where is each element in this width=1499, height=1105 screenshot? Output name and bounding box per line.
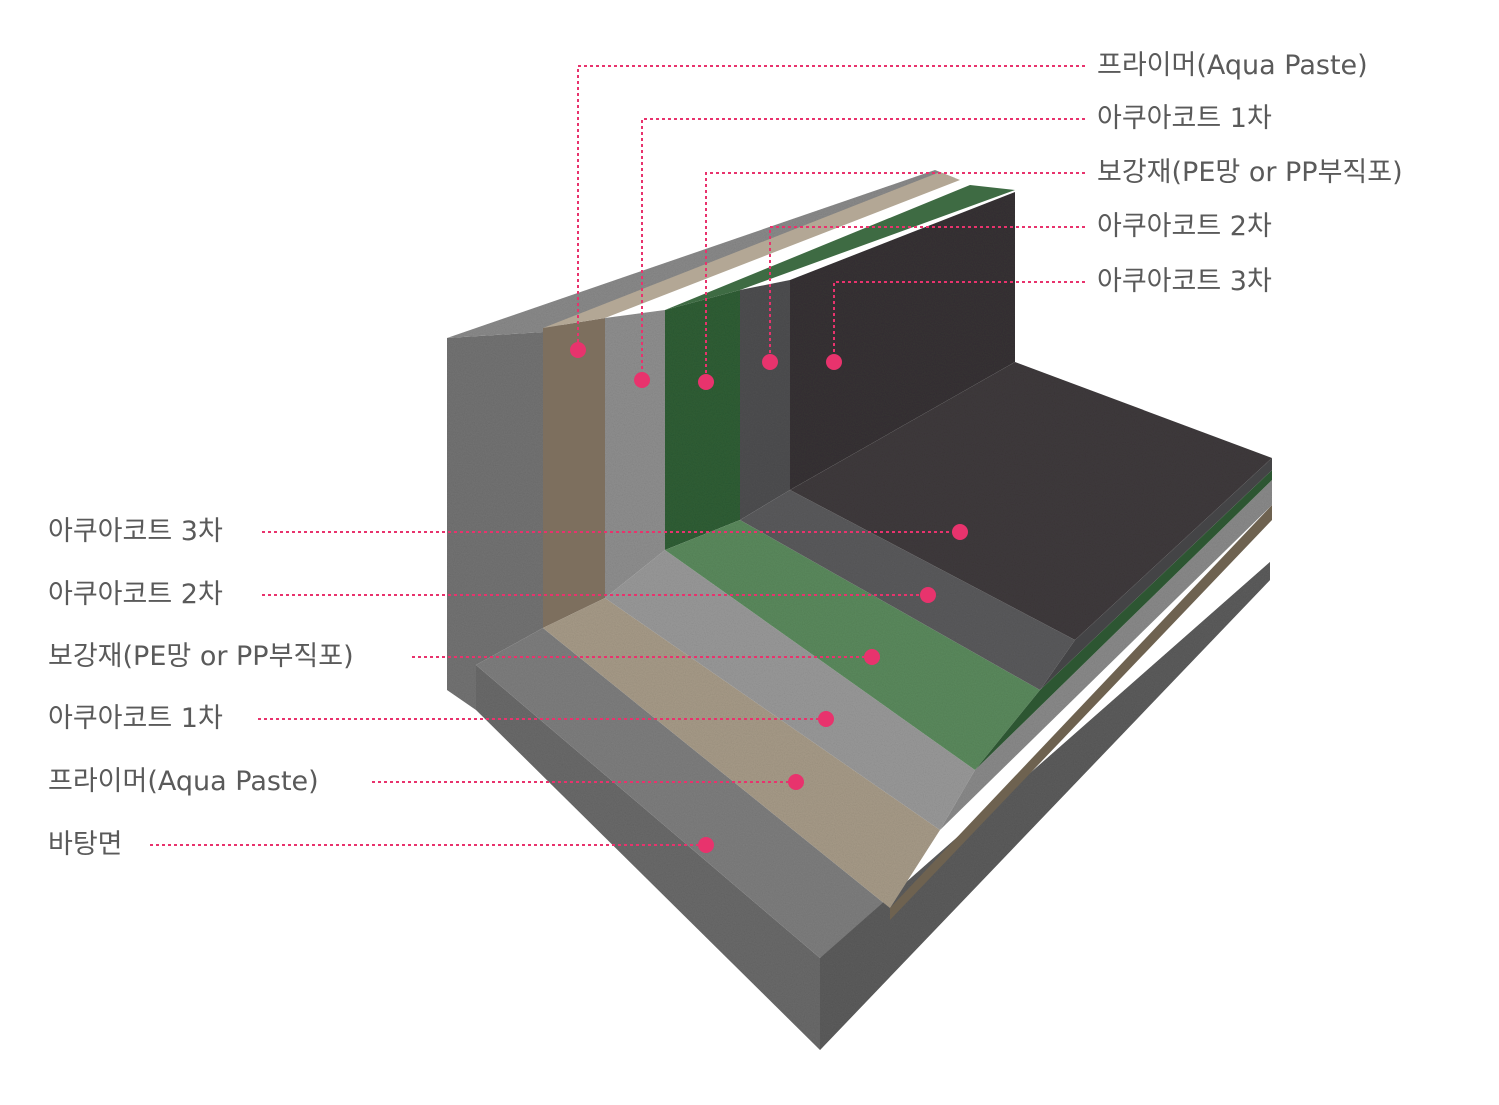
dot-left-mesh: [864, 649, 880, 665]
dot-left-base: [698, 837, 714, 853]
coat-1-floor: [605, 550, 975, 830]
dot-top-coat-2: [762, 354, 778, 370]
coat-3-wall-face: [790, 192, 1015, 490]
dot-top-coat-1: [634, 372, 650, 388]
label-left-primer: 프라이머(Aqua Paste): [48, 766, 319, 797]
mesh-floor: [665, 520, 1040, 770]
label-top-coat-3: 아쿠아코트 3차: [1097, 266, 1272, 297]
coat-2-floor-edge: [1040, 458, 1272, 690]
base-wall-top-face: [447, 170, 955, 338]
label-left-coat-1: 아쿠아코트 1차: [48, 703, 223, 734]
primer-wall-face: [543, 318, 605, 628]
dot-top-primer: [570, 342, 586, 358]
leader-top-primer: [577, 65, 1085, 350]
label-top-coat-2: 아쿠아코트 2차: [1097, 211, 1272, 242]
primer-floor-edge: [890, 505, 1272, 920]
coat-3-floor: [790, 362, 1272, 640]
label-top-coat-1: 아쿠아코트 1차: [1097, 103, 1272, 134]
layered-structure-illustration: [447, 170, 1272, 1050]
coat-1-floor-right: [940, 480, 1272, 830]
label-top-primer: 프라이머(Aqua Paste): [1097, 50, 1368, 81]
primer-floor: [543, 598, 940, 908]
label-left-mesh: 보강재(PE망 or PP부직포): [48, 641, 354, 672]
coat-1-wall-face: [605, 310, 665, 598]
label-left-coat-2: 아쿠아코트 2차: [48, 579, 223, 610]
dot-left-coat-1: [818, 711, 834, 727]
dot-left-primer: [788, 774, 804, 790]
mesh-floor-edge: [975, 470, 1272, 770]
base-slab-top-face: [476, 628, 890, 958]
leader-top-mesh: [705, 172, 1085, 382]
marker-dots: [570, 342, 968, 853]
dot-left-coat-3: [952, 524, 968, 540]
mesh-wall-top: [665, 185, 1015, 310]
primer-wall-top: [543, 172, 960, 328]
label-left-coat-3: 아쿠아코트 3차: [48, 516, 223, 547]
label-left-base: 바탕면: [48, 829, 123, 860]
mesh-wall-face: [665, 290, 740, 550]
leader-top-coat-2: [769, 226, 1085, 362]
coat-2-wall-face: [740, 280, 790, 520]
base-slab-right-face: [820, 562, 1270, 1050]
dot-top-coat-3: [826, 354, 842, 370]
dot-left-coat-2: [920, 587, 936, 603]
dot-top-mesh: [698, 374, 714, 390]
coat-2-floor: [740, 490, 1075, 690]
label-top-mesh: 보강재(PE망 or PP부직포): [1097, 157, 1403, 188]
base-wall-front-face: [447, 332, 543, 710]
leader-lines: [150, 65, 1085, 846]
